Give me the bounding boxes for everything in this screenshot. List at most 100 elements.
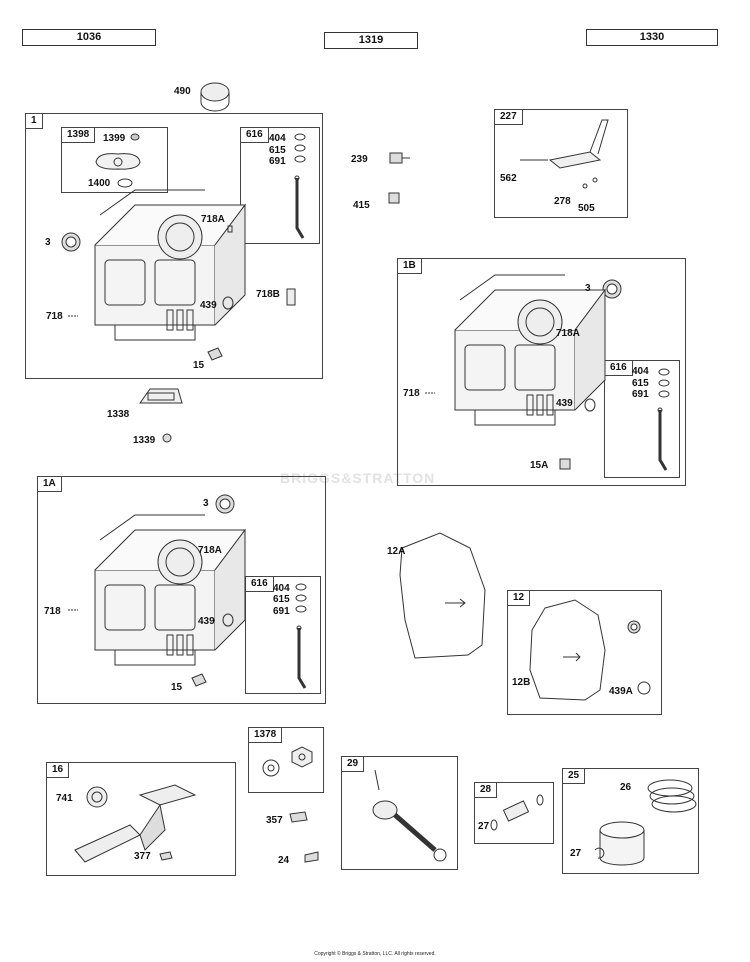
box-227: 227 (494, 109, 628, 218)
label-562: 562 (500, 173, 517, 184)
connecting-rod (372, 769, 447, 862)
part-357 (289, 811, 308, 823)
piston (599, 821, 645, 866)
box-12: 12 (507, 590, 662, 715)
label-1339: 1339 (133, 435, 156, 446)
label-741: 741 (56, 793, 73, 804)
part-1378-nut (291, 746, 313, 768)
box-label: 1 (25, 113, 43, 129)
label-615-b: 615 (632, 378, 649, 389)
crankcase-1a (94, 514, 246, 666)
box-28: 28 (474, 782, 554, 844)
box-label: 29 (341, 756, 365, 772)
label-691-a: 691 (269, 156, 286, 167)
label-12B: 12B (512, 677, 531, 688)
label-278: 278 (554, 196, 571, 207)
label-490: 490 (174, 86, 191, 97)
box-616-b: 616 (604, 360, 680, 478)
part-15-a (207, 347, 223, 361)
label-27-a: 27 (478, 821, 490, 832)
part-1378-washer (262, 759, 280, 777)
part-239 (389, 152, 410, 164)
tab-1036: 1036 (22, 29, 156, 46)
label-718B: 718B (256, 289, 280, 300)
label-439-a: 439 (200, 300, 217, 311)
box-16: 16 (46, 762, 236, 876)
gasket-12A (399, 532, 486, 659)
box-1378: 1378 (248, 727, 324, 793)
label-404-c: 404 (273, 583, 290, 594)
part-1339 (162, 433, 172, 443)
label-718-b: 718 (403, 388, 420, 399)
label-439-b: 439 (556, 398, 573, 409)
label-505: 505 (578, 203, 595, 214)
label-439-c: 439 (198, 616, 215, 627)
box-label: 1398 (61, 127, 96, 143)
label-1399: 1399 (103, 133, 126, 144)
box-1: 1 (25, 113, 323, 379)
label-691-b: 691 (632, 389, 649, 400)
part-718B (286, 288, 296, 306)
box-label: 12 (507, 590, 531, 606)
label-15-a: 15 (193, 360, 205, 371)
part-616-rings-a (294, 133, 306, 163)
label-377: 377 (134, 851, 151, 862)
label-718-c: 718 (44, 606, 61, 617)
label-15-c: 15 (171, 682, 183, 693)
part-1399 (130, 133, 140, 141)
label-15A: 15A (530, 460, 549, 471)
piston-rings (647, 779, 697, 813)
part-24 (304, 851, 319, 863)
box-label: 1378 (248, 727, 283, 743)
box-29: 29 (341, 756, 458, 870)
part-415 (388, 192, 400, 204)
label-3-b: 3 (585, 283, 591, 294)
part-439A (637, 681, 651, 695)
label-439A: 439A (609, 686, 633, 697)
label-404-a: 404 (269, 133, 286, 144)
part-12-washer (627, 620, 641, 634)
part-616-tube-a (293, 174, 305, 240)
box-label: 25 (562, 768, 586, 784)
gasket-12B (529, 599, 606, 701)
box-label: 1A (37, 476, 62, 492)
label-404-b: 404 (632, 366, 649, 377)
copyright-notice: Copyright © Briggs & Stratton, LLC. All … (314, 951, 436, 957)
part-616-tube-b (656, 406, 668, 472)
box-1a: 1A (37, 476, 326, 704)
watermark: BRIGGS&STRATTON (280, 470, 436, 486)
label-615-c: 615 (273, 594, 290, 605)
piston-pin (490, 794, 544, 831)
box-1398: 1398 (61, 127, 168, 193)
label-3-a: 3 (45, 237, 51, 248)
label-12A: 12A (387, 546, 406, 557)
part-227 (520, 119, 609, 189)
label-718A-a: 718A (201, 214, 225, 225)
part-1338 (139, 388, 183, 404)
tab-1319: 1319 (324, 32, 418, 49)
label-415: 415 (353, 200, 370, 211)
box-label: 227 (494, 109, 523, 125)
part-741 (86, 786, 108, 808)
part-616-rings-c (295, 583, 307, 613)
box-25: 25 (562, 768, 699, 874)
part-616-tube-c (295, 624, 307, 690)
box-label: 1B (397, 258, 422, 274)
part-490 (200, 82, 230, 112)
label-26: 26 (620, 782, 632, 793)
part-3-b (602, 279, 622, 299)
label-615-a: 615 (269, 145, 286, 156)
crankcase-1b (454, 274, 606, 426)
box-616-a: 616 (240, 127, 320, 244)
part-1400 (117, 178, 133, 188)
label-718-a: 718 (46, 311, 63, 322)
label-718A-b: 718A (556, 328, 580, 339)
box-label: 16 (46, 762, 70, 778)
part-3-c (215, 494, 235, 514)
part-15A (559, 458, 571, 470)
part-439-b (584, 398, 596, 412)
part-439-a (222, 296, 234, 310)
label-357: 357 (266, 815, 283, 826)
label-1338: 1338 (107, 409, 130, 420)
